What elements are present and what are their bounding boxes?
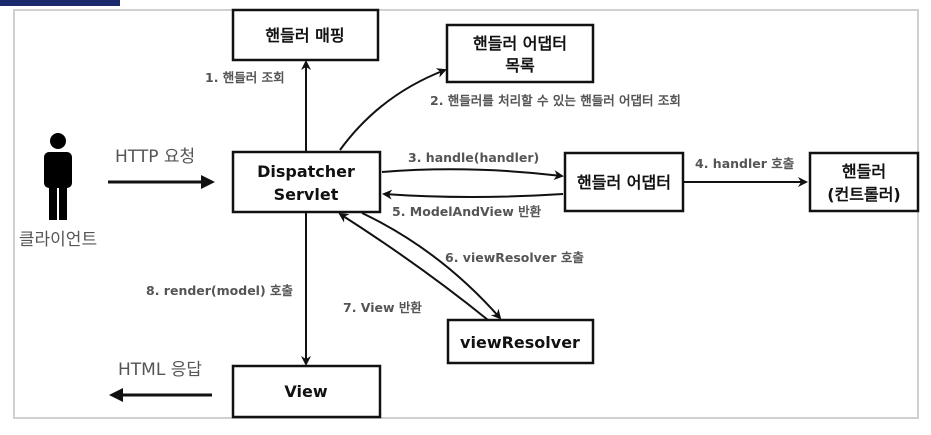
step6-label: 6. viewResolver 호출 [445,250,584,265]
response-label: HTML 응답 [118,360,202,380]
svg-text:View: View [284,382,327,401]
person-icon [44,133,72,220]
handler-adapter-list-box: 핸들러 어댑터 목록 [445,23,595,84]
svg-text:목록: 목록 [505,56,535,75]
step1-label: 1. 핸들러 조회 [205,70,285,85]
handler-controller-box: 핸들러 (컨트롤러) [808,151,920,213]
client-label: 클라이언트 [19,230,97,250]
step6-arrow [361,212,502,320]
view-box: View [231,364,382,419]
svg-text:Servlet: Servlet [274,185,339,204]
step4-label: 4. handler 호출 [695,156,795,171]
view-resolver-box: viewResolver [446,318,595,365]
header-cutoff [0,0,120,6]
step8-label: 8. render(model) 호출 [146,283,294,298]
svg-text:핸들러 어댑터: 핸들러 어댑터 [473,34,567,53]
svg-text:(컨트롤러): (컨트롤러) [827,185,901,204]
svg-text:Dispatcher: Dispatcher [257,162,355,181]
step5-label: 5. ModelAndView 반환 [392,204,542,219]
svg-text:핸들러: 핸들러 [842,162,886,181]
svg-text:viewResolver: viewResolver [460,333,580,352]
dispatcher-servlet-box: Dispatcher Servlet [231,150,382,214]
handler-mapping-box: 핸들러 매핑 [231,8,380,62]
handler-adapter-box: 핸들러 어댑터 [563,151,685,213]
step7-arrow [338,212,489,321]
svg-text:핸들러 어댑터: 핸들러 어댑터 [577,173,671,192]
step7-label: 7. View 반환 [343,300,422,315]
step2-label: 2. 핸들러를 처리할 수 있는 핸들러 어댑터 조회 [430,93,681,108]
svg-text:핸들러 매핑: 핸들러 매핑 [265,26,344,45]
step2-arrow [339,68,447,151]
step5-arrow [382,189,564,200]
request-label: HTTP 요청 [115,147,195,167]
step3-label: 3. handle(handler) [408,150,539,165]
step3-arrow [381,168,564,181]
